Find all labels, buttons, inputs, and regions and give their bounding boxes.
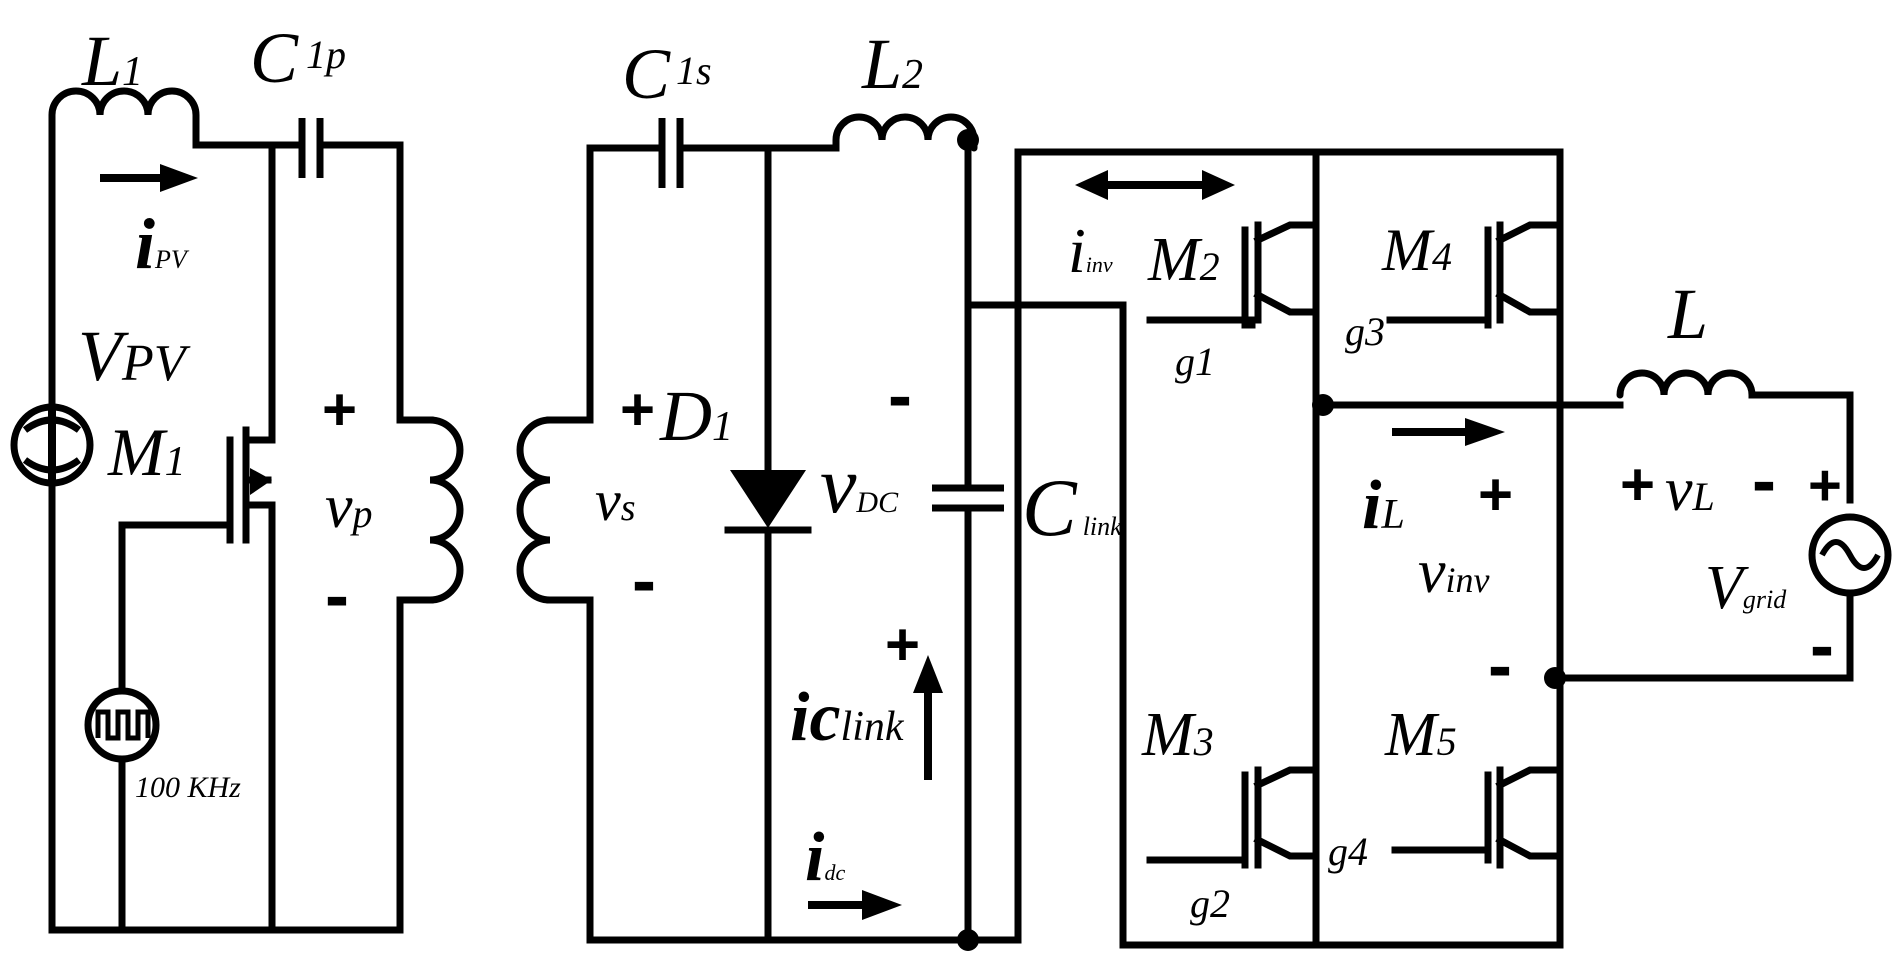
label-VPV: VPV xyxy=(78,316,191,396)
secondary-circuit xyxy=(516,113,1564,949)
label-L-grid: L xyxy=(1667,274,1708,354)
label-vDC: vDC xyxy=(820,439,899,530)
transformer-secondary xyxy=(516,416,554,604)
label-iClink: iclink xyxy=(790,679,905,756)
mosfet-M1 xyxy=(226,384,276,544)
label-vs: vs xyxy=(595,468,636,533)
label-iL: iL xyxy=(1362,467,1405,544)
iclink-plus: + xyxy=(885,611,920,678)
vs-minus: - xyxy=(632,541,656,621)
igbt-M5 xyxy=(1391,766,1564,869)
pulse-generator xyxy=(84,687,160,763)
label-iPV: iPV xyxy=(135,204,190,284)
label-g3: g3 xyxy=(1345,309,1385,354)
label-D1: D1 xyxy=(659,376,733,456)
current-arrow-iPV xyxy=(100,164,198,192)
junction-dot xyxy=(957,129,979,151)
grid-minus: - xyxy=(1810,606,1834,686)
junction-dot xyxy=(957,929,979,951)
label-g1: g1 xyxy=(1175,339,1215,384)
current-arrow-idc xyxy=(808,890,902,920)
current-arrow-iL xyxy=(1392,418,1505,446)
igbt-M2 xyxy=(1146,221,1320,329)
label-Vgrid: Vgrid xyxy=(1705,554,1787,622)
igbt-M3 xyxy=(1146,766,1320,869)
label-vp: vp xyxy=(325,473,373,541)
label-vL: vL xyxy=(1665,456,1715,524)
vinv-minus: - xyxy=(1488,626,1512,706)
label-M5: M5 xyxy=(1384,701,1457,769)
label-g2: g2 xyxy=(1190,881,1230,926)
label-iinv: iinv xyxy=(1068,215,1113,286)
label-M4: M4 xyxy=(1381,217,1452,283)
vp-plus: + xyxy=(322,376,357,443)
transformer-primary xyxy=(426,416,464,604)
label-idc: idc xyxy=(805,819,845,896)
capacitor-C1s xyxy=(658,118,684,188)
label-M3: M3 xyxy=(1141,701,1214,769)
pv-source xyxy=(10,403,94,487)
label-L2: L2 xyxy=(861,24,923,104)
label-M2: M2 xyxy=(1147,226,1220,294)
label-g4: g4 xyxy=(1328,829,1368,874)
label-L1: L1 xyxy=(81,21,143,101)
vdc-minus: - xyxy=(888,356,912,436)
inductor-L2 xyxy=(832,113,978,152)
diode-D1 xyxy=(724,470,812,534)
grid-plus: + xyxy=(1808,453,1842,518)
inductor-L xyxy=(1616,369,1756,399)
label-freq: 100 KHz xyxy=(135,771,241,804)
vp-minus: - xyxy=(325,556,349,636)
label-vinv: vinv xyxy=(1418,538,1490,606)
capacitor-Clink xyxy=(932,484,1004,512)
pv-primary-circuit xyxy=(48,87,464,934)
current-arrow-iinv xyxy=(1075,170,1235,200)
inductor-L1 xyxy=(48,87,200,149)
vL-plus: + xyxy=(1620,451,1655,518)
label-M1: M1 xyxy=(107,414,186,490)
vL-minus: - xyxy=(1752,441,1776,521)
grid-ac-source xyxy=(1808,513,1892,597)
igbt-M4 xyxy=(1386,221,1564,329)
current-arrow-iClink xyxy=(913,655,943,780)
vs-plus: + xyxy=(620,376,655,443)
vinv-plus: + xyxy=(1478,461,1513,528)
